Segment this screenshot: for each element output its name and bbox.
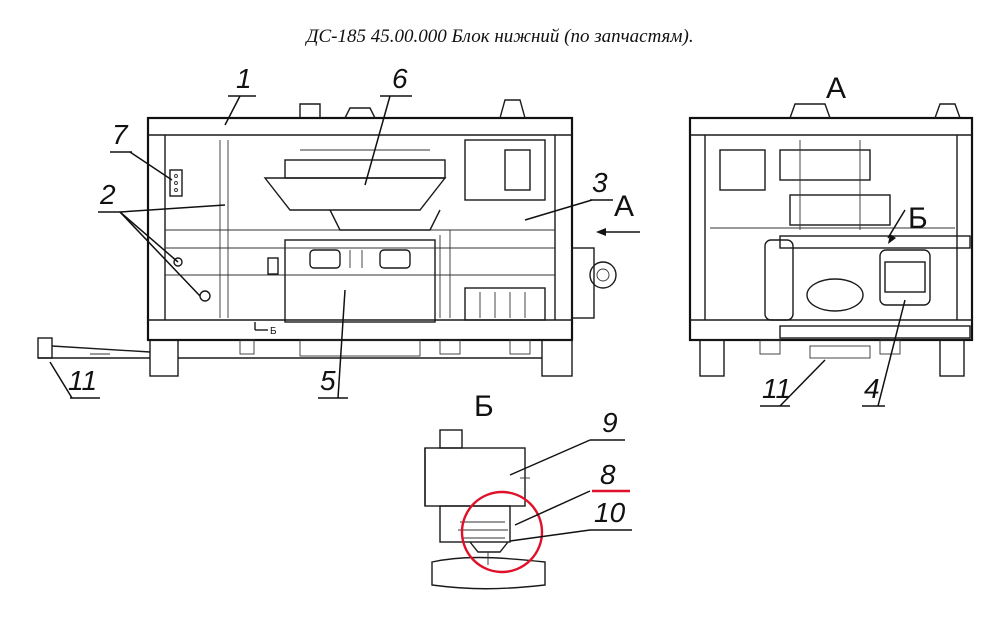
label-4: 4 <box>864 373 880 404</box>
label-10: 10 <box>594 497 626 528</box>
view-a-title: А <box>826 72 846 105</box>
view-b-title: Б <box>474 390 494 423</box>
label-5: 5 <box>320 365 336 396</box>
label-6: 6 <box>392 63 408 94</box>
main-view: Б <box>37 99 617 377</box>
view-b <box>424 429 546 590</box>
label-11-right: 11 <box>762 373 791 404</box>
label-11-left: 11 <box>68 365 97 396</box>
label-8: 8 <box>600 459 616 490</box>
label-2: 2 <box>99 179 116 210</box>
drawing-title: ДС-185 45.00.000 Блок нижний (по запчаст… <box>306 26 694 47</box>
label-7: 7 <box>112 119 129 150</box>
view-b-arrow-label: Б <box>908 202 928 235</box>
highlight-circle <box>460 490 544 574</box>
view-a <box>688 103 974 377</box>
view-b-leaders <box>509 439 632 542</box>
section-mark-label: Б <box>270 326 277 337</box>
view-a-arrow-label: А <box>614 190 634 223</box>
label-3: 3 <box>592 167 608 198</box>
view-a-leaders <box>760 209 906 407</box>
label-9: 9 <box>602 407 618 438</box>
label-1: 1 <box>236 63 252 94</box>
main-view-leaders <box>49 95 640 399</box>
